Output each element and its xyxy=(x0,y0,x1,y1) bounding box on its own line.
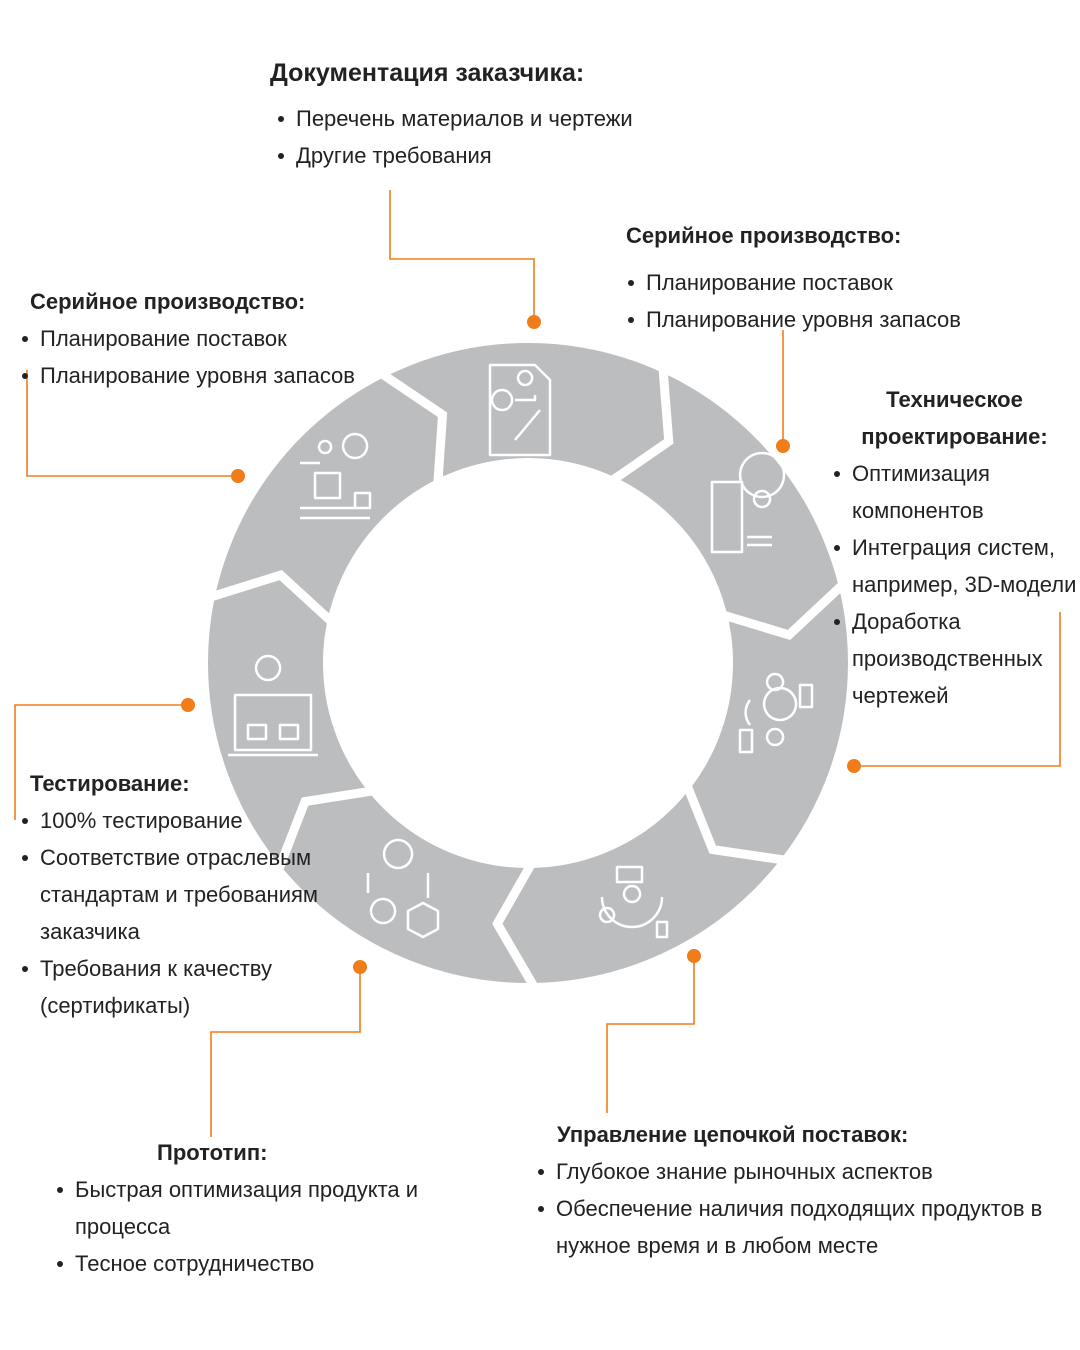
stage-title: Прототип: xyxy=(157,1140,268,1165)
stage-item: Быстрая оптимизация продукта и процесса xyxy=(55,1171,475,1245)
stage-item: Планирование поставок xyxy=(626,264,961,301)
stage-prototype: Прототип: Быстрая оптимизация продукта и… xyxy=(55,1134,475,1282)
stage-engineering: Техническое проектирование: Оптимизация … xyxy=(832,381,1077,714)
stage-item: Перечень материалов и чертежи xyxy=(276,100,633,137)
connector-line xyxy=(14,704,188,820)
stage-item: Тесное сотрудничество xyxy=(55,1245,475,1282)
stage-item: 100% тестирование xyxy=(20,802,320,839)
stage-item: Интеграция систем, например, 3D-модели xyxy=(832,529,1077,603)
connector-dot xyxy=(847,759,861,773)
stage-item: Требования к качеству (сертификаты) xyxy=(20,950,320,1024)
stage-item: Планирование уровня запасов xyxy=(20,357,355,394)
document-design-icon xyxy=(488,363,552,457)
connector-dot xyxy=(353,960,367,974)
stage-title: Серийное производство: xyxy=(626,223,902,248)
stage-item: Оптимизация компонентов xyxy=(832,455,1077,529)
stage-documentation: Документация заказчика: Перечень материа… xyxy=(270,55,633,174)
connector-dot xyxy=(687,949,701,963)
stage-supply-chain: Управление цепочкой поставок: Глубокое з… xyxy=(536,1116,1056,1264)
stage-serial-left: Серийное производство: Планирование пост… xyxy=(21,283,355,394)
ring-separator xyxy=(207,569,337,627)
production-line-icon xyxy=(228,654,318,757)
connector-line xyxy=(854,612,1061,767)
prototype-cube-icon xyxy=(598,865,669,939)
ring-separator xyxy=(607,365,674,486)
stage-item: Глубокое знание рыночных аспектов xyxy=(536,1153,1056,1190)
ring-separator xyxy=(492,859,540,992)
stage-title: Управление цепочкой поставок: xyxy=(557,1122,909,1147)
connector-line xyxy=(26,370,238,477)
stage-title: Документация заказчика: xyxy=(270,59,585,87)
stage-item: Доработка производственных чертежей xyxy=(832,603,1077,714)
ring-separator xyxy=(273,786,376,874)
laptop-testing-icon xyxy=(366,838,440,939)
connector-dot xyxy=(527,315,541,329)
stage-title: Техническое проектирование: xyxy=(861,387,1048,449)
connector-dot xyxy=(776,439,790,453)
ring-separator xyxy=(682,781,789,865)
stage-item: Другие требования xyxy=(276,137,633,174)
blueprint-gear-icon xyxy=(710,451,786,554)
team-process-icon xyxy=(300,432,372,520)
ring-separator xyxy=(719,580,848,640)
stage-title: Серийное производство: xyxy=(30,289,306,314)
stage-item: Планирование поставок xyxy=(20,320,355,357)
logistics-cycle-icon xyxy=(738,672,814,754)
stage-serial-right: Серийное производство: Планирование пост… xyxy=(626,217,961,338)
connector-line xyxy=(389,190,535,322)
ring-separator xyxy=(377,368,448,486)
stage-item: Планирование уровня запасов xyxy=(626,301,961,338)
stage-item: Соответствие отраслевым стандартам и тре… xyxy=(20,839,320,950)
stage-title: Тестирование: xyxy=(30,771,190,796)
connector-line xyxy=(210,967,361,1137)
connector-line xyxy=(606,956,695,1113)
stage-item: Обеспечение наличия подходящих продуктов… xyxy=(536,1190,1056,1264)
connector-dot xyxy=(231,469,245,483)
stage-testing: Тестирование: 100% тестирование Соответс… xyxy=(22,765,320,1024)
connector-dot xyxy=(181,698,195,712)
